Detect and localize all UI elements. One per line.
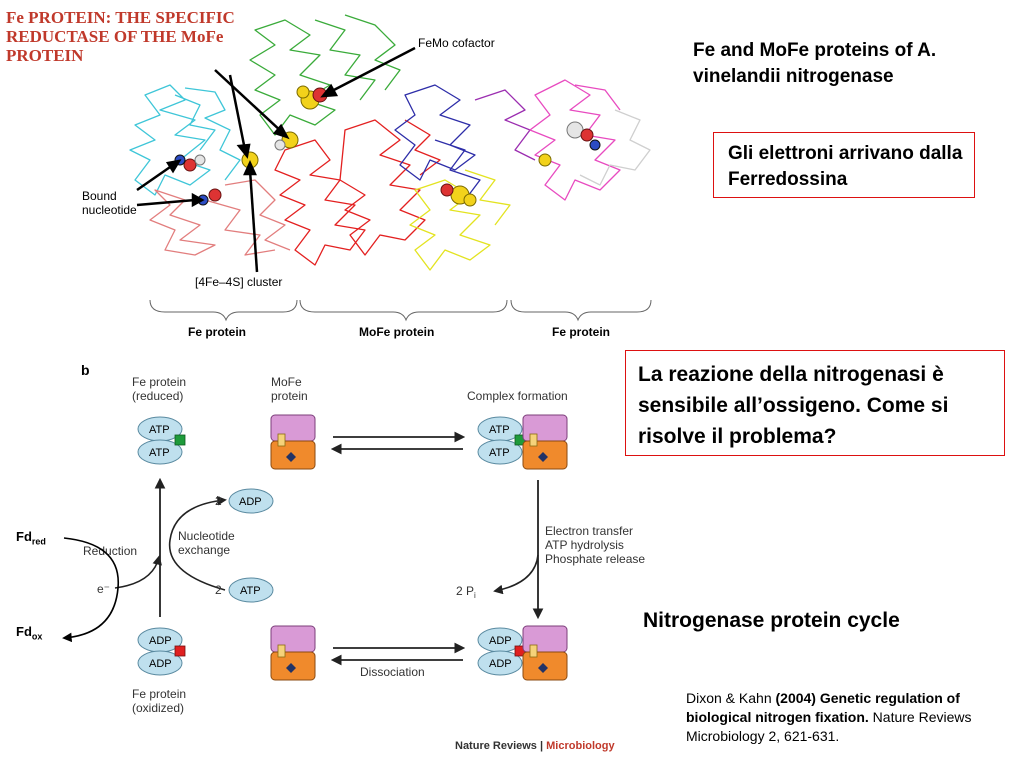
mofe-protein-label: MoFe protein — [359, 325, 434, 339]
nucleotide-exchange-label-2: exchange — [178, 543, 230, 557]
atp-label-complex-1: ATP — [489, 424, 510, 436]
phosphate-label: 2 Pi — [456, 584, 476, 600]
adp-label-complex-1: ADP — [489, 635, 512, 647]
journal-credit: Nature Reviews | Microbiology — [455, 740, 615, 752]
femo-cofactor-label: FeMo cofactor — [418, 36, 495, 50]
oxygen-question-box: La reazione della nitrogenasi è sensibil… — [625, 350, 1005, 456]
reference: Dixon & Kahn (2004) Genetic regulation o… — [686, 690, 972, 744]
fe-protein-left-label: Fe protein — [188, 325, 246, 339]
atp-bound-label: ATP — [240, 585, 261, 597]
fe-protein-oxidized: ADP ADP — [137, 627, 186, 676]
structure-caption: Fe and MoFe proteins of A. vinelandii ni… — [693, 40, 937, 87]
nitrogenase-cycle-diagram: b Fe protein (reduced) ATP ATP MoFe prot… — [81, 362, 645, 752]
fe-protein-reduced: ATP ATP — [137, 416, 186, 465]
mofe-protein-top — [270, 414, 316, 470]
electron-transfer-label-3: Phosphate release — [545, 552, 645, 566]
atp-label-complex-2: ATP — [489, 447, 510, 459]
phosphate-release-arrow — [493, 554, 539, 595]
top-equilibrium-arrows — [330, 431, 466, 455]
bound-nucleotide-label-2: nucleotide — [82, 203, 137, 217]
nucleotide-exchange-arc — [168, 495, 227, 591]
structure-pointers — [136, 46, 416, 273]
adp-label-oxidized-1: ADP — [149, 635, 172, 647]
adp-label-oxidized-2: ADP — [149, 658, 172, 670]
mofe-label-2: protein — [271, 389, 308, 403]
mofe-label-1: MoFe — [271, 375, 302, 389]
electron-input-arrow — [114, 555, 162, 589]
fe-protein-right-label: Fe protein — [552, 325, 610, 339]
panel-label: b — [81, 362, 90, 378]
fd-ox-label: Fdox — [16, 624, 43, 642]
structure-ribbons — [129, 14, 651, 271]
ferredoxin-loop-arrow — [62, 537, 119, 643]
fe-reduced-label-2: (reduced) — [132, 389, 183, 403]
mofe-protein-bottom — [270, 625, 316, 681]
electron-transfer-label-2: ATP hydrolysis — [545, 538, 624, 552]
complex-formation-label: Complex formation — [467, 389, 568, 403]
atp-label-reduced-1: ATP — [149, 424, 170, 436]
adp-count: 2 — [215, 494, 222, 508]
bottom-equilibrium-arrows — [330, 642, 466, 666]
nucleotide-exchange-label-1: Nucleotide — [178, 529, 235, 543]
ferredoxin-note-box: Gli elettroni arrivano dalla Ferredossin… — [713, 132, 975, 198]
atp-count: 2 — [215, 583, 222, 597]
bound-nucleotide-label-1: Bound — [82, 189, 117, 203]
complex-bottom: ADP ADP — [477, 625, 568, 681]
adp-released-label: ADP — [239, 496, 262, 508]
complex-top: ATP ATP — [477, 414, 568, 470]
electron-transfer-label-1: Electron transfer — [545, 524, 633, 538]
cluster-label: [4Fe–4S] cluster — [195, 275, 282, 289]
protein-structure-image: FeMo cofactor Bound nucleotide [4Fe–4S] … — [82, 14, 652, 339]
fd-red-label: Fdred — [16, 529, 46, 547]
cycle-title: Nitrogenase protein cycle — [643, 609, 900, 632]
fe-oxidized-label-1: Fe protein — [132, 687, 186, 701]
adp-label-complex-2: ADP — [489, 658, 512, 670]
fe-reduced-label-1: Fe protein — [132, 375, 186, 389]
fe-oxidized-label-2: (oxidized) — [132, 701, 184, 715]
electron-label: e⁻ — [97, 582, 110, 596]
dissociation-label: Dissociation — [360, 665, 425, 679]
structure-braces — [149, 299, 652, 322]
slide-title: Fe PROTEIN: THE SPECIFIC REDUCTASE OF TH… — [6, 8, 235, 65]
atp-label-reduced-2: ATP — [149, 447, 170, 459]
